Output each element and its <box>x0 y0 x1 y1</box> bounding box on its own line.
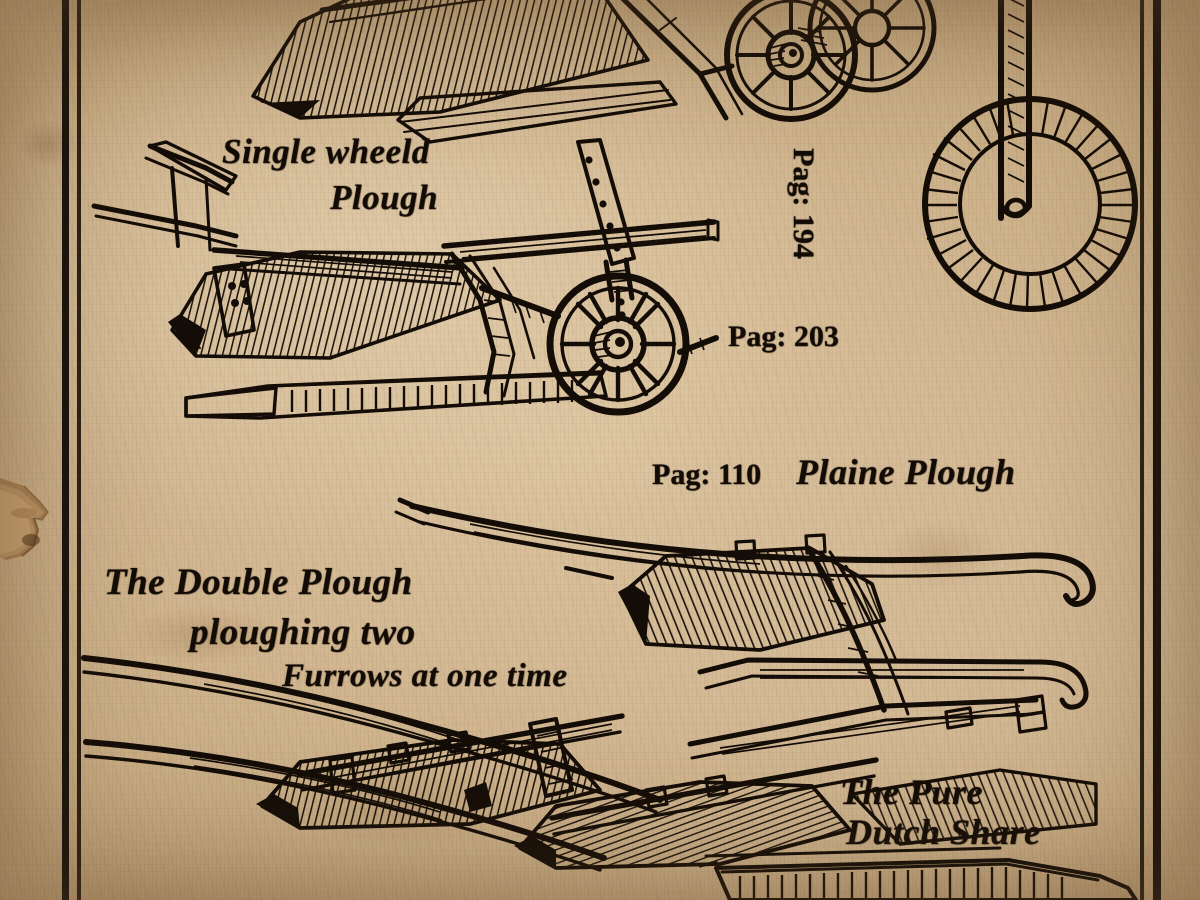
figure-double-plough <box>84 658 1096 870</box>
border-rule-right-inner <box>1140 0 1144 900</box>
plough-wheel-spoked <box>550 276 686 412</box>
label-double-plough-line1: The Double Plough <box>104 562 413 603</box>
label-pag-203: Pag: 203 <box>728 320 839 353</box>
figure-pure-dutch-share <box>700 848 1136 900</box>
cart-wheel-front <box>727 0 855 119</box>
label-single-plough: Plough <box>330 178 439 217</box>
figure-top-plough-fragment <box>253 0 742 142</box>
cart-wheel-rear <box>810 0 934 90</box>
border-rule-left-inner <box>77 0 81 900</box>
label-pag-110: Pag: 110 <box>652 458 762 491</box>
figure-solid-hatched-wheel <box>922 0 1135 309</box>
torn-paper-flap <box>0 478 50 560</box>
figure-plaine-plough <box>396 500 1093 714</box>
label-plaine-plough: Plaine Plough <box>796 452 1016 492</box>
border-rule-right-outer <box>1153 0 1161 900</box>
label-double-plough-line3: Furrows at one time <box>282 658 568 694</box>
wheel-radial-hatching <box>922 99 1135 309</box>
label-pag-194: Pag: 194 <box>787 148 820 259</box>
label-dutch-share-line1: The Pure <box>840 772 983 812</box>
figure-single-wheeld-plough <box>94 140 718 418</box>
label-double-plough-line2: ploughing two <box>190 612 416 653</box>
label-single-wheeld: Single wheeld <box>222 132 430 171</box>
label-dutch-share-line2: Dutch Share <box>846 812 1041 852</box>
border-rule-left-outer <box>62 0 69 900</box>
figure-cart-wheels-pair <box>700 0 934 119</box>
adjusting-strap <box>578 140 634 264</box>
